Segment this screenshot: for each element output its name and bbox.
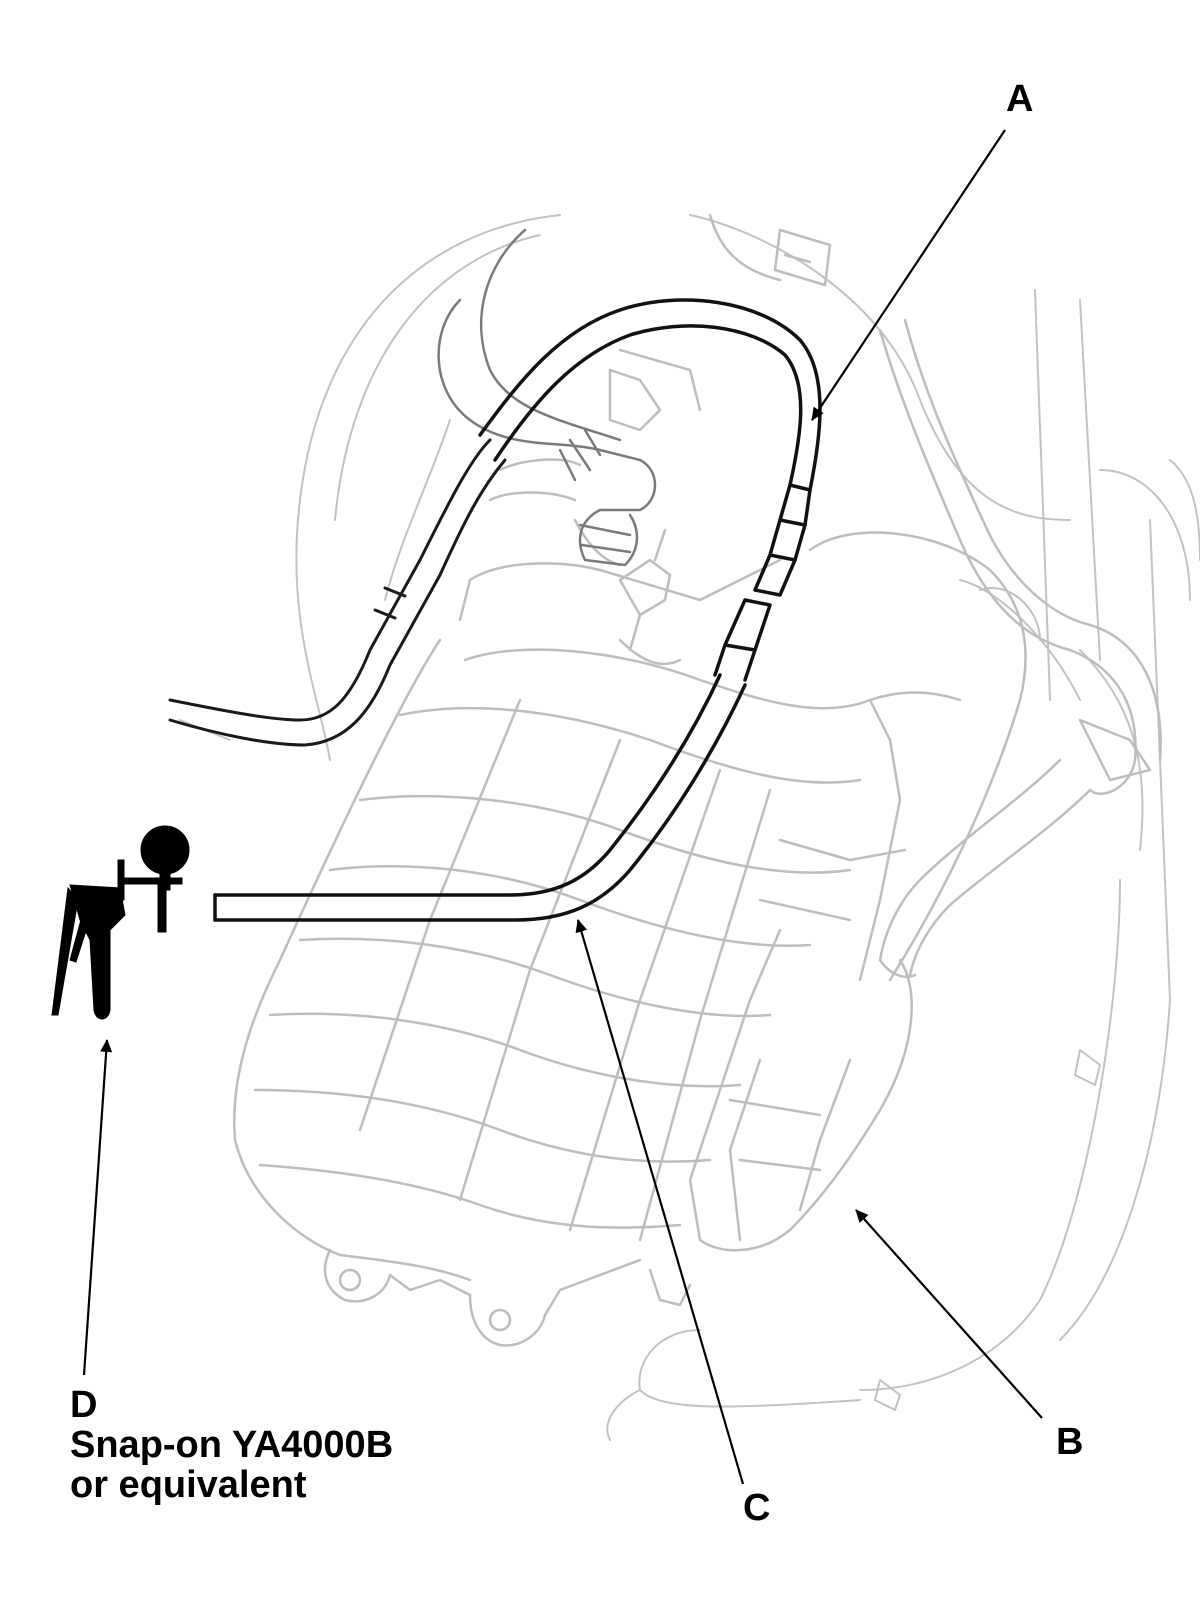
vehicle-structure-background: [179, 214, 1200, 1441]
canister-body: [233, 213, 1162, 1347]
leader-c: [575, 919, 745, 1485]
leader-d: [82, 1039, 113, 1376]
vent-hose: [437, 228, 657, 567]
callout-a: A: [1006, 78, 1034, 120]
tube-a: [478, 298, 822, 682]
leader-a: [811, 129, 1006, 421]
tube-c: [213, 673, 747, 922]
callout-d: D: [70, 1384, 98, 1426]
leader-lines: [82, 129, 1043, 1485]
tool-callout-d: D Snap-on YA4000B or equivalent: [70, 1385, 393, 1505]
drain-hose: [168, 438, 507, 747]
tool-name: Snap-on YA4000B: [70, 1424, 394, 1466]
tool-equivalent-note: or equivalent: [70, 1464, 307, 1506]
callout-c: C: [743, 1487, 771, 1529]
callout-b: B: [1056, 1421, 1084, 1463]
vacuum-pump-icon: [51, 825, 190, 1020]
leader-b: [855, 1209, 1043, 1419]
